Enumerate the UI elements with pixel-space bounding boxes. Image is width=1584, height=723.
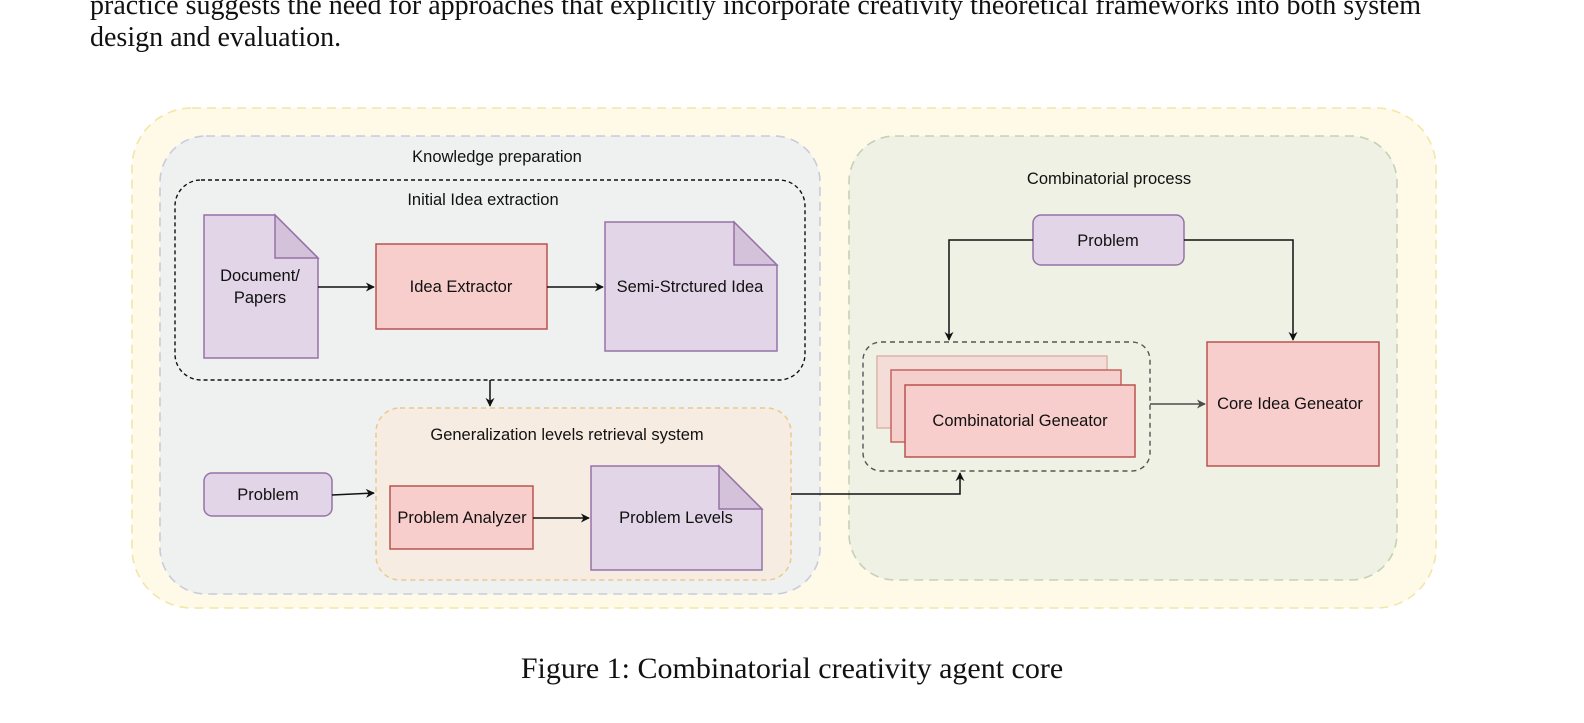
arrow-problem-to-core [1184, 239, 1298, 341]
arrow-retrieval-to-generator [791, 472, 965, 495]
combinatorial-generator-group [862, 341, 1151, 472]
problem-left-label: Problem [237, 486, 298, 504]
core-idea-generator-box [1206, 341, 1380, 467]
initial-idea-extraction-label: Initial Idea extraction [407, 191, 558, 209]
semi-structured-idea-fold [733, 220, 779, 266]
knowledge-preparation-label: Knowledge preparation [412, 148, 582, 166]
body-text-line-2: design and evaluation. [90, 22, 342, 53]
body-text-line-1: practice suggests the need for approache… [90, 0, 1422, 21]
body-text: practice suggests the need for approache… [90, 0, 1510, 54]
core-idea-generator-label: Core Idea Geneator [1217, 395, 1363, 413]
problem-levels-label: Problem Levels [619, 509, 733, 527]
generator-card-front [904, 384, 1136, 458]
idea-extractor-label: Idea Extractor [410, 278, 513, 296]
arrow-problem-to-retrieval [331, 488, 375, 498]
initial-idea-extraction-group [174, 179, 806, 381]
figure-caption: Figure 1: Combinatorial creativity agent… [520, 652, 1064, 685]
document-papers-label-line-1: Document/ [220, 267, 300, 285]
combinatorial-process-label: Combinatorial process [1027, 170, 1191, 188]
semi-structured-idea-label: Semi-Strctured Idea [617, 278, 765, 296]
problem-right-label: Problem [1077, 232, 1138, 250]
problem-levels-fold [718, 464, 764, 510]
problem-analyzer-label: Problem Analyzer [397, 509, 527, 527]
document-papers-fold [274, 213, 320, 259]
combinatorial-process-container [848, 135, 1398, 581]
combinatorial-generator-label: Combinatorial Geneator [932, 412, 1108, 430]
document-papers-label-line-2: Papers [234, 289, 286, 307]
arrow-problem-to-generator-group [944, 239, 1033, 341]
retrieval-system-label: Generalization levels retrieval system [430, 426, 703, 444]
